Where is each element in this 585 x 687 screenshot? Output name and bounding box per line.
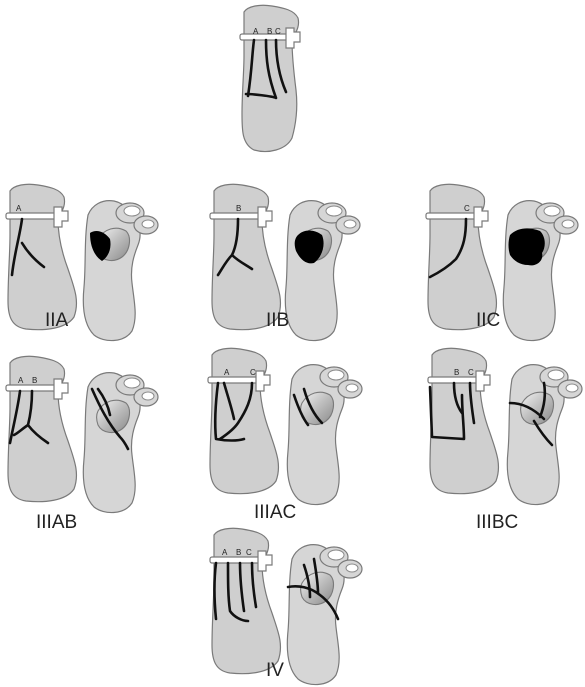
top-letter-b: B [267,27,272,36]
label-iib: IIB [266,310,289,331]
panel-iiibc: B C IIIBC [428,348,582,533]
letter-b: B [454,368,459,377]
label-iiiab: IIIAB [36,512,77,533]
top-letter-c: C [275,27,281,36]
label-iia: IIA [45,310,69,331]
letter-a: A [222,548,228,557]
letter-c: C [464,204,470,213]
letter-c: C [246,548,252,557]
panel-iib: B IIB [210,184,360,340]
letter-c: C [250,368,256,377]
letter-a: A [18,376,24,385]
top-reference-view: A B C [240,5,300,151]
panel-iia: A IIA [6,184,158,340]
label-iiibc: IIIBC [476,512,518,533]
letter-c: C [468,368,474,377]
panel-iic: C IIC [426,184,578,340]
letter-b: B [236,204,241,213]
top-letter-a: A [253,27,259,36]
panel-iv: A B C IV [210,528,362,684]
letter-a: A [224,368,230,377]
label-iic: IIC [476,310,500,331]
letter-a: A [16,204,22,213]
label-iv: IV [266,660,284,681]
letter-b: B [236,548,241,557]
label-iiiac: IIIAC [254,502,296,523]
panel-iiiac: A C IIIAC [208,348,362,523]
panel-iiiab: A B IIIAB [6,356,158,533]
letter-b: B [32,376,37,385]
